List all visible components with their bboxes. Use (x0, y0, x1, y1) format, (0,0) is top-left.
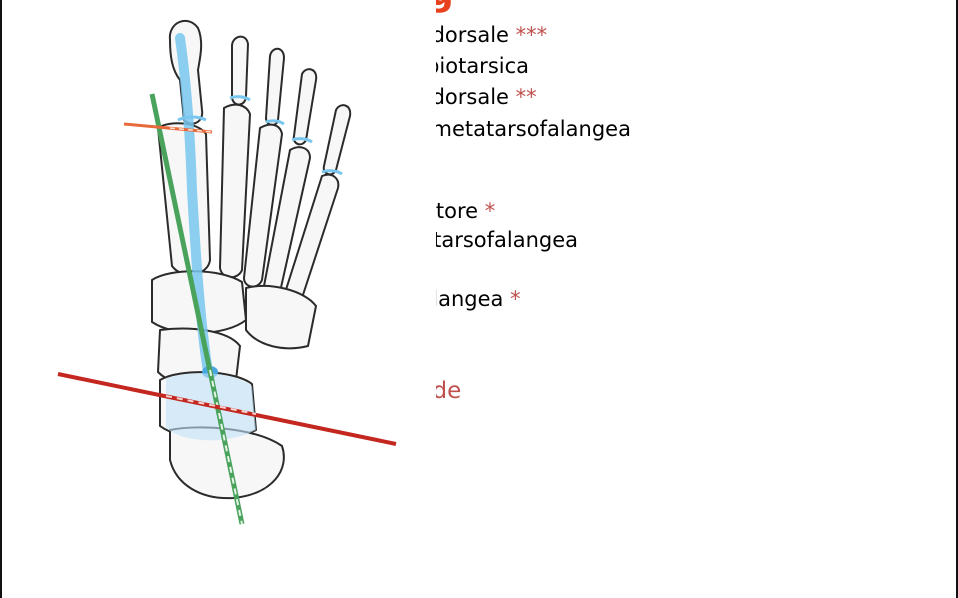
slide-left-border (0, 0, 2, 598)
line-5-stars: * (485, 199, 496, 223)
line-4-text: a metatarsofalangea (412, 117, 631, 141)
slide-text-panel: g e dorsale *** tibiotarsica e dorsale *… (412, 0, 932, 430)
foot-skeleton-drawing (20, 0, 436, 546)
toe-2-phalanx (232, 37, 248, 105)
line-6-text: tatarsofalangea (412, 228, 578, 252)
line-1-stars: *** (516, 23, 548, 47)
line-8-stars: * (510, 287, 521, 311)
line-3-stars: ** (516, 85, 537, 109)
foot-skeleton-illustration (20, 0, 436, 546)
text-line-6: tatarsofalangea (412, 227, 578, 253)
text-line-4: a metatarsofalangea (412, 116, 631, 142)
